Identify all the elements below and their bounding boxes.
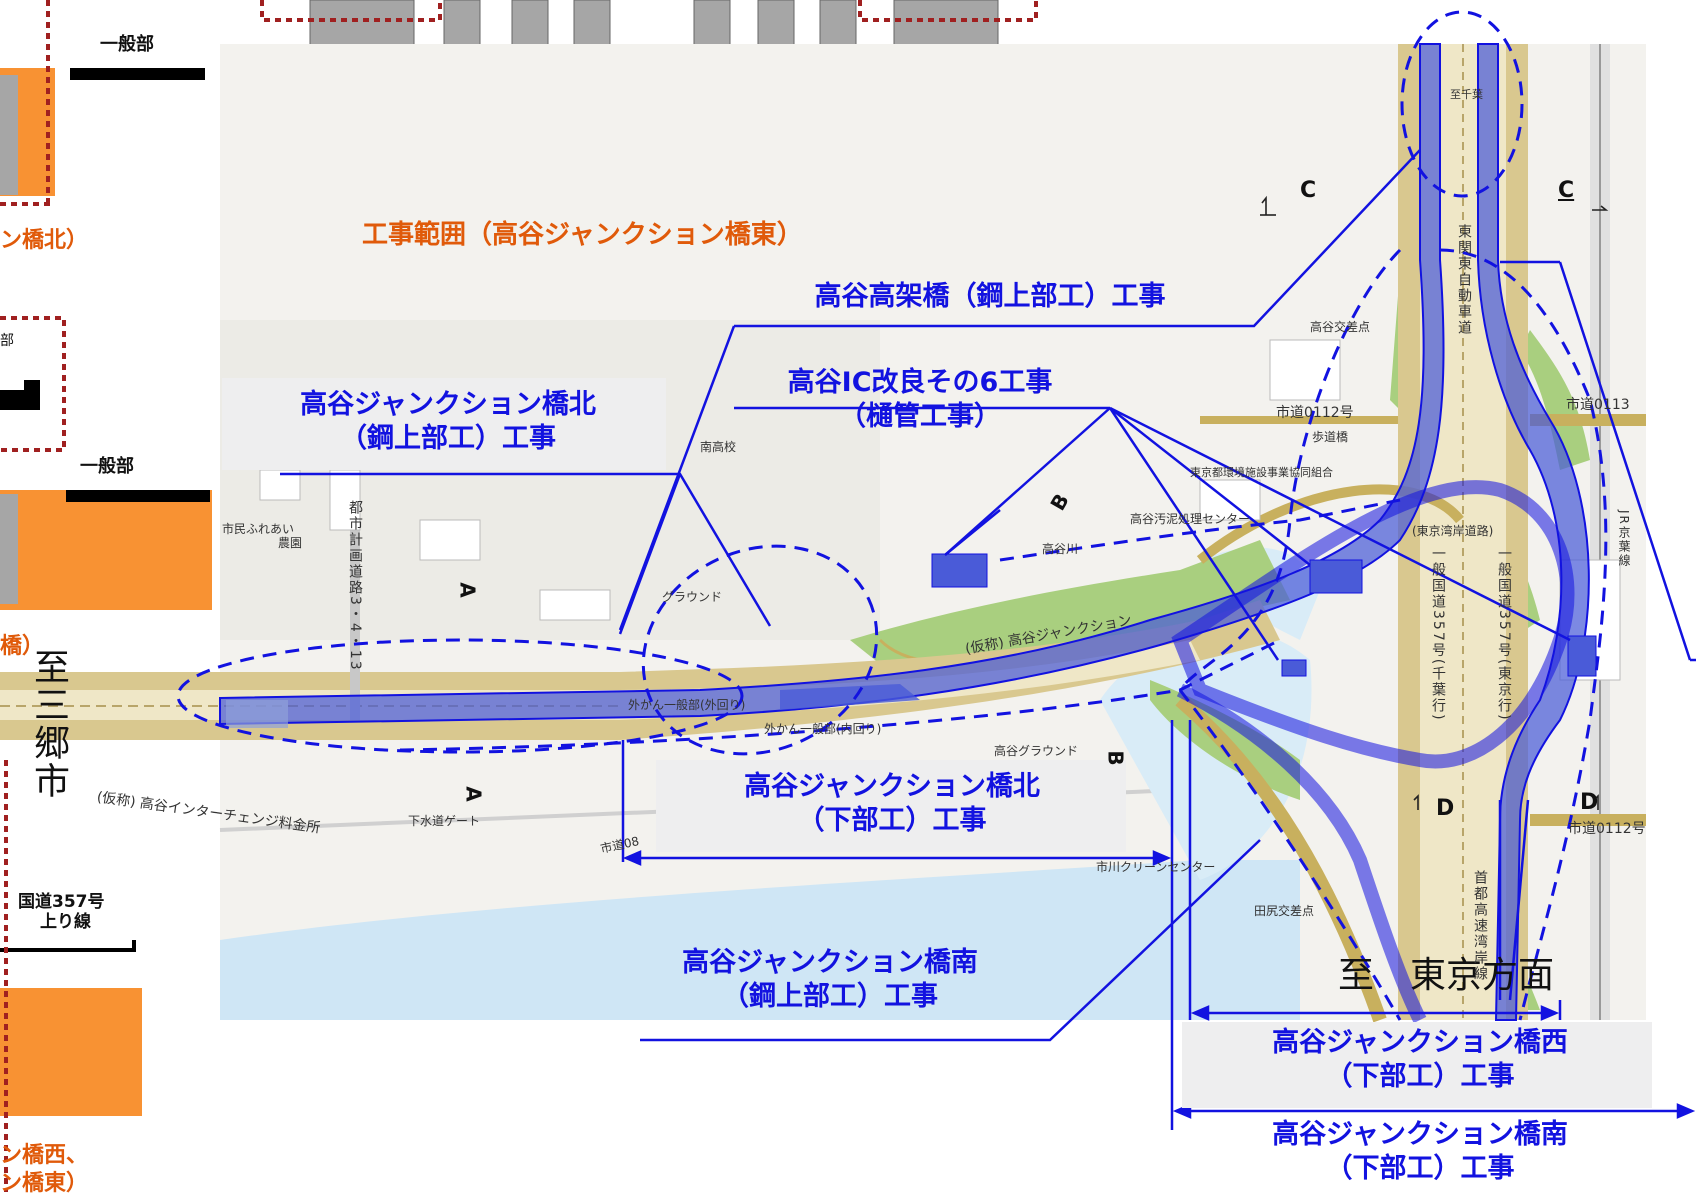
section-mark-a-bottom: A [462, 786, 486, 801]
map-label-hodokyo: 歩道橋 [1312, 428, 1348, 445]
section-mark-a-top: A [456, 582, 480, 597]
section-mark-d-right: D [1580, 790, 1598, 815]
section-mark-d-left: D [1436, 796, 1454, 821]
map-label-r357-chiba: 一般国道357号(千葉行) [1428, 546, 1448, 722]
route357-label: 国道357号 上り線 [18, 892, 138, 933]
map-label-r357-tokyo: 一般国道357号(東京行) [1494, 546, 1514, 722]
label-koya-ic-line2: （樋管工事） [730, 400, 1110, 434]
map-label-kanto-exp: 東関東自動車道 [1454, 224, 1474, 336]
map-label-minami-school: 南高校 [700, 438, 736, 455]
map-label-ground: グラウンド [662, 588, 722, 605]
map-label-gaikan-outer: 外かん一般部(外回り) [628, 696, 745, 713]
caption-west-line2: ン橋東） [0, 1170, 88, 1197]
label-jct-west-sub-line2: （下部工）工事 [1190, 1060, 1650, 1094]
map-label-shimin-farm-2: 農園 [222, 536, 302, 550]
label-jct-south-sub-line1: 高谷ジャンクション橋南 [1190, 1118, 1650, 1152]
ippanbu-label-2: 一般部 [80, 452, 134, 478]
map-label-shimin-farm: 市民ふれあい 農園 [222, 522, 302, 551]
caption-west-line1: ン橋西、 [0, 1142, 88, 1170]
map-label-koya-osui: 高谷汚泥処理センター [1130, 510, 1250, 527]
section-mark-b-bottom: B [1104, 750, 1128, 765]
label-jct-south-sub: 高谷ジャンクション橋南 （下部工）工事 [1190, 1118, 1650, 1186]
map-label-gesuido-gate: 下水道ゲート [408, 812, 480, 829]
ippanbu-label-1: 一般部 [100, 30, 154, 56]
label-jct-south-steel-line2: （鋼上部工）工事 [640, 980, 1020, 1014]
label-jct-north-steel-line1: 高谷ジャンクション橋北 [228, 388, 668, 422]
map-label-shido-0112-d: 市道0112号 [1568, 818, 1646, 838]
label-bu: 部 [0, 330, 14, 350]
caption-north-partial: ン橋北） [0, 222, 88, 254]
route357-line2: 上り線 [18, 912, 138, 932]
map-label-keiyo-line: JR京葉線 [1616, 510, 1633, 568]
map-label-koya-river: 高谷川 [1042, 540, 1078, 557]
map-label-toshi-keikaku: 都市計画道路3・4・13 [345, 500, 365, 672]
route357-line1: 国道357号 [18, 892, 138, 912]
map-label-tokyo-kyokai: 東京都環境施設事業協同組合 [1190, 464, 1333, 480]
section-mark-c-left: C [1300, 178, 1316, 203]
caption-east: 工事範囲（高谷ジャンクション橋東） [362, 214, 803, 251]
map-label-shido-0112: 市道0112号 [1276, 402, 1354, 422]
map-label-wangan-road: (東京湾岸道路) [1412, 522, 1493, 539]
section-mark-c-right: C [1558, 178, 1574, 203]
map-label-gaikan-inner: 外かん一般部(内回り) [764, 720, 881, 737]
cross-section-left-bottom [0, 760, 142, 1192]
map-label-ichikawa-clean: 市川クリーンセンター [1096, 858, 1215, 875]
caption-west-partial: ン橋西、 ン橋東） [0, 1142, 88, 1197]
label-koya-ic: 高谷IC改良その6工事 （樋管工事） [730, 366, 1110, 434]
label-koya-ic-line1: 高谷IC改良その6工事 [730, 366, 1110, 400]
map-label-shido-0113: 市道0113 [1566, 394, 1630, 414]
map-label-shuto-exp: 首都高速湾岸線 [1470, 870, 1490, 982]
label-jct-west-sub: 高谷ジャンクション橋西 （下部工）工事 [1190, 1026, 1650, 1094]
label-jct-south-steel: 高谷ジャンクション橋南 （鋼上部工）工事 [640, 946, 1020, 1014]
map-label-koya-kosaten: 高谷交差点 [1310, 318, 1370, 335]
label-jct-south-sub-line2: （下部工）工事 [1190, 1152, 1650, 1186]
map-label-tajiri: 田尻交差点 [1254, 902, 1314, 919]
map-label-koya-ground: 高谷グラウンド [994, 742, 1078, 759]
label-jct-north-sub-line1: 高谷ジャンクション橋北 [662, 770, 1122, 804]
map-label-shimin-farm-1: 市民ふれあい [222, 522, 302, 536]
label-jct-south-steel-line1: 高谷ジャンクション橋南 [640, 946, 1020, 980]
label-jct-north-sub-line2: （下部工）工事 [662, 804, 1122, 838]
map-label-to-chiba: 至千葉 [1450, 86, 1483, 102]
direction-to-tokyo: 至 東京方面 [1338, 946, 1554, 998]
label-koya-viaduct: 高谷高架橋（鋼上部工）工事 [720, 280, 1260, 314]
label-jct-north-steel-line2: （鋼上部工）工事 [228, 422, 668, 456]
label-jct-west-sub-line1: 高谷ジャンクション橋西 [1190, 1026, 1650, 1060]
label-jct-north-steel: 高谷ジャンクション橋北 （鋼上部工）工事 [228, 388, 668, 456]
direction-to-misato: 至三郷市 [30, 648, 66, 800]
label-jct-north-sub: 高谷ジャンクション橋北 （下部工）工事 [662, 770, 1122, 838]
